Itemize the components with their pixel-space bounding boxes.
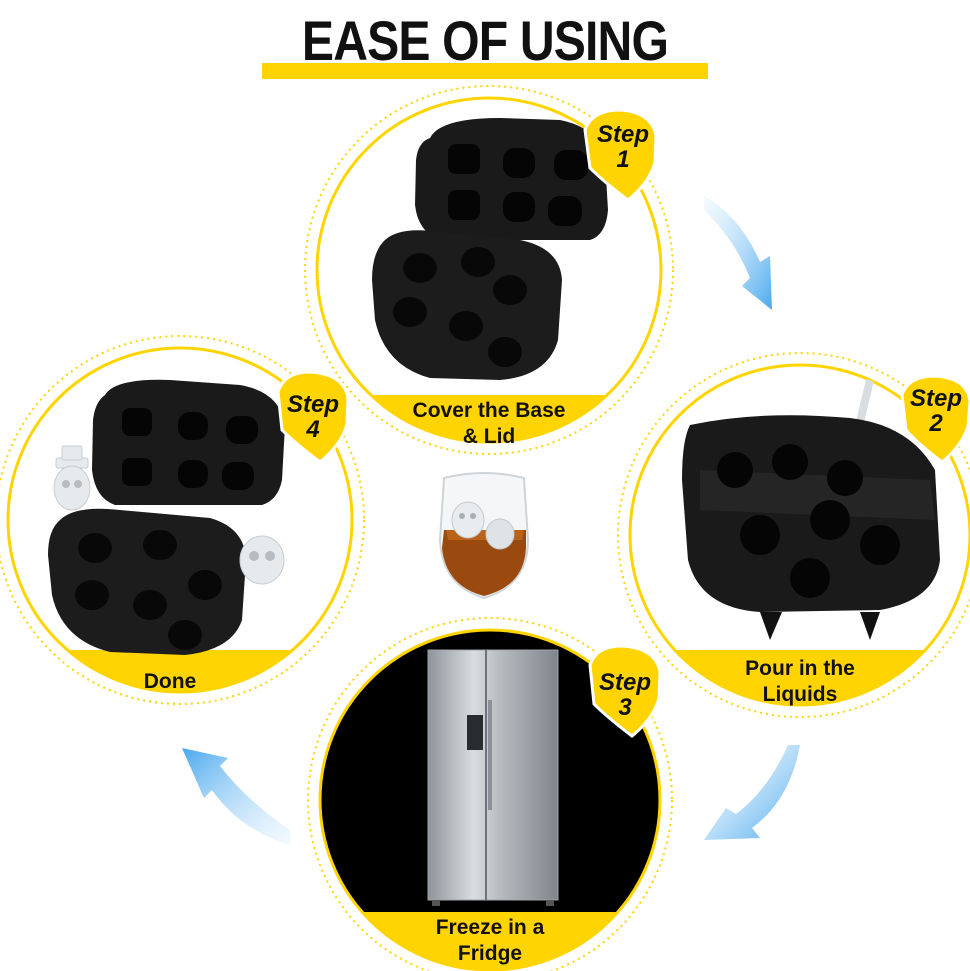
arrow-4-from-3-icon bbox=[182, 748, 290, 845]
step-2-caption-line-1: Pour in the bbox=[745, 657, 855, 680]
step-4-number: 4 bbox=[306, 416, 320, 443]
step-3-caption: Freeze in a Fridge bbox=[370, 915, 610, 967]
tray-with-skull-ice-icon bbox=[48, 379, 285, 655]
step-1-tag-shape bbox=[583, 108, 658, 202]
page-title: EASE OF USING bbox=[301, 9, 669, 72]
step-1-tag: Step 1 bbox=[592, 122, 654, 172]
ice-tray-open-icon bbox=[372, 118, 608, 380]
step-2-number: 2 bbox=[929, 410, 943, 437]
step-4-word: Step bbox=[286, 391, 339, 418]
step-4-tag: Step 4 bbox=[280, 392, 346, 442]
title-underline bbox=[262, 63, 708, 79]
step-3-caption-line-2: Fridge bbox=[457, 942, 523, 965]
step-2-panel bbox=[617, 352, 970, 718]
step-3-tag-shape bbox=[588, 644, 662, 738]
step-1-caption-line-2: & Lid bbox=[462, 425, 516, 448]
step-3-tag: Step 3 bbox=[592, 670, 658, 720]
step-1-caption-line-1: Cover the Base bbox=[412, 399, 566, 422]
pouring-tray-icon bbox=[682, 379, 940, 640]
step-4-tag-shape bbox=[276, 370, 350, 464]
step-2-caption: Pour in the Liquids bbox=[680, 656, 920, 708]
step-1-panel bbox=[304, 85, 674, 455]
step-4-caption: Done bbox=[60, 669, 280, 695]
arrow-2-to-3-icon bbox=[704, 745, 800, 840]
step-3-caption-line-1: Freeze in a bbox=[435, 916, 545, 939]
step-2-tag: Step 2 bbox=[904, 386, 968, 436]
step-3-word: Step bbox=[598, 669, 651, 696]
step-3-number: 3 bbox=[618, 694, 632, 721]
step-2-word: Step bbox=[909, 385, 962, 412]
step-2-tag-shape bbox=[900, 374, 970, 464]
step-2-caption-line-2: Liquids bbox=[762, 683, 838, 706]
fridge-icon bbox=[427, 649, 559, 906]
step-4-caption-line-1: Done bbox=[143, 670, 197, 693]
step-1-word: Step bbox=[596, 121, 649, 148]
arrow-1-to-2-icon bbox=[704, 196, 772, 310]
step-1-caption: Cover the Base & Lid bbox=[369, 398, 609, 450]
glass-with-skull-ice-icon bbox=[438, 472, 530, 600]
step-1-number: 1 bbox=[616, 146, 630, 173]
